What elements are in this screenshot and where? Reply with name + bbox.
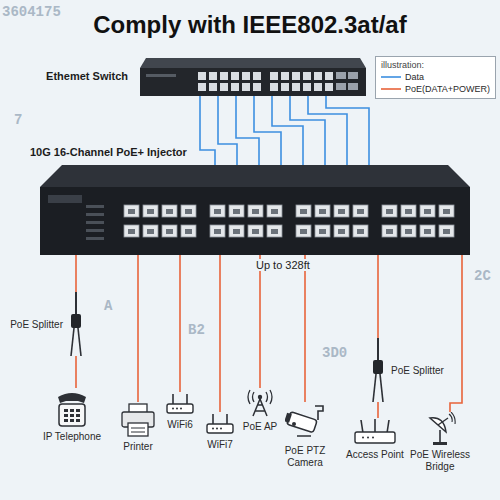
ethernet-switch-illustration — [140, 58, 366, 96]
device-label: PoE Splitter — [391, 365, 444, 376]
data-cable — [254, 96, 281, 165]
poe-cable — [377, 402, 379, 418]
data-cable — [236, 96, 259, 165]
data-cable — [200, 96, 215, 165]
ptz-camera-icon — [285, 402, 325, 442]
device-label: WiFi6 — [161, 419, 199, 431]
poe-splitter-icon — [368, 338, 388, 402]
wireless-bridge-icon — [424, 412, 456, 446]
poe-cable — [377, 255, 379, 338]
printer-icon — [120, 402, 156, 438]
poe-splitter: PoE Splitter — [368, 338, 444, 402]
legend-row: Data — [381, 71, 490, 83]
legend-text: Data — [405, 72, 424, 82]
device-label: PoE Splitter — [10, 319, 63, 330]
device-heading: 10G 16-Channel PoE+ Injector — [30, 146, 187, 158]
wifi-router-icon — [205, 412, 235, 436]
device-label: PoE AP — [239, 421, 281, 433]
access-point-icon — [353, 418, 397, 446]
ethernet-switch: Ethemet Switch — [140, 58, 366, 96]
device-label: PoE Wireless Bridge — [407, 449, 473, 472]
poe-cable — [450, 255, 462, 412]
wifi-router: WiFi7 — [201, 412, 239, 451]
device-label: PoE PTZ Camera — [280, 445, 330, 468]
poe-cable — [179, 255, 181, 392]
device-label: Printer — [115, 441, 161, 453]
wifi-router-icon — [165, 392, 195, 416]
watermark: B2 — [188, 322, 205, 338]
ip-telephone: IP Telephone — [36, 388, 108, 443]
printer: Printer — [115, 402, 161, 453]
access-point: Access Point — [342, 418, 408, 461]
distance-note: Up to 328ft — [253, 259, 313, 271]
poe-cable — [75, 255, 77, 292]
watermark: 7 — [14, 112, 22, 128]
data-cable — [326, 96, 369, 165]
legend-line-sample — [381, 73, 401, 81]
legend-box: illustration:DataPoE(DATA+POWER) — [375, 56, 496, 99]
watermark: 3D0 — [322, 345, 347, 361]
data-cable — [218, 96, 237, 165]
watermark: A — [104, 298, 112, 314]
poe-injector-illustration — [40, 165, 470, 255]
telephone-icon — [54, 388, 90, 428]
data-cable — [308, 96, 347, 165]
poe-cable — [259, 255, 261, 388]
poe-cable — [137, 255, 139, 402]
poe-splitter: PoE Splitter — [10, 292, 86, 356]
device-heading: Ethemet Switch — [46, 70, 128, 82]
device-label: WiFi7 — [201, 439, 239, 451]
device-label: Access Point — [342, 449, 408, 461]
watermark: 3604175 — [2, 4, 61, 20]
poe-ap-icon — [245, 388, 275, 418]
poe-splitter-icon — [66, 292, 86, 356]
legend-line-sample — [381, 85, 401, 93]
data-cable — [272, 96, 303, 165]
poe-cable — [219, 255, 221, 412]
poe-cable — [75, 356, 77, 388]
ptz-camera: PoE PTZ Camera — [280, 402, 330, 468]
wireless-bridge: PoE Wireless Bridge — [407, 412, 473, 472]
watermark: 2C — [474, 268, 491, 284]
poe-ap: PoE AP — [239, 388, 281, 433]
wifi-router: WiFi6 — [161, 392, 199, 431]
device-label: IP Telephone — [36, 431, 108, 443]
poe-cable — [304, 255, 306, 402]
diagram-title: Comply with IEEE802.3at/af — [0, 11, 500, 39]
legend-heading: illustration: — [381, 60, 490, 71]
legend-row: PoE(DATA+POWER) — [381, 83, 490, 95]
poe-injector: 10G 16-Channel PoE+ Injector — [40, 165, 470, 255]
legend-text: PoE(DATA+POWER) — [405, 84, 490, 94]
